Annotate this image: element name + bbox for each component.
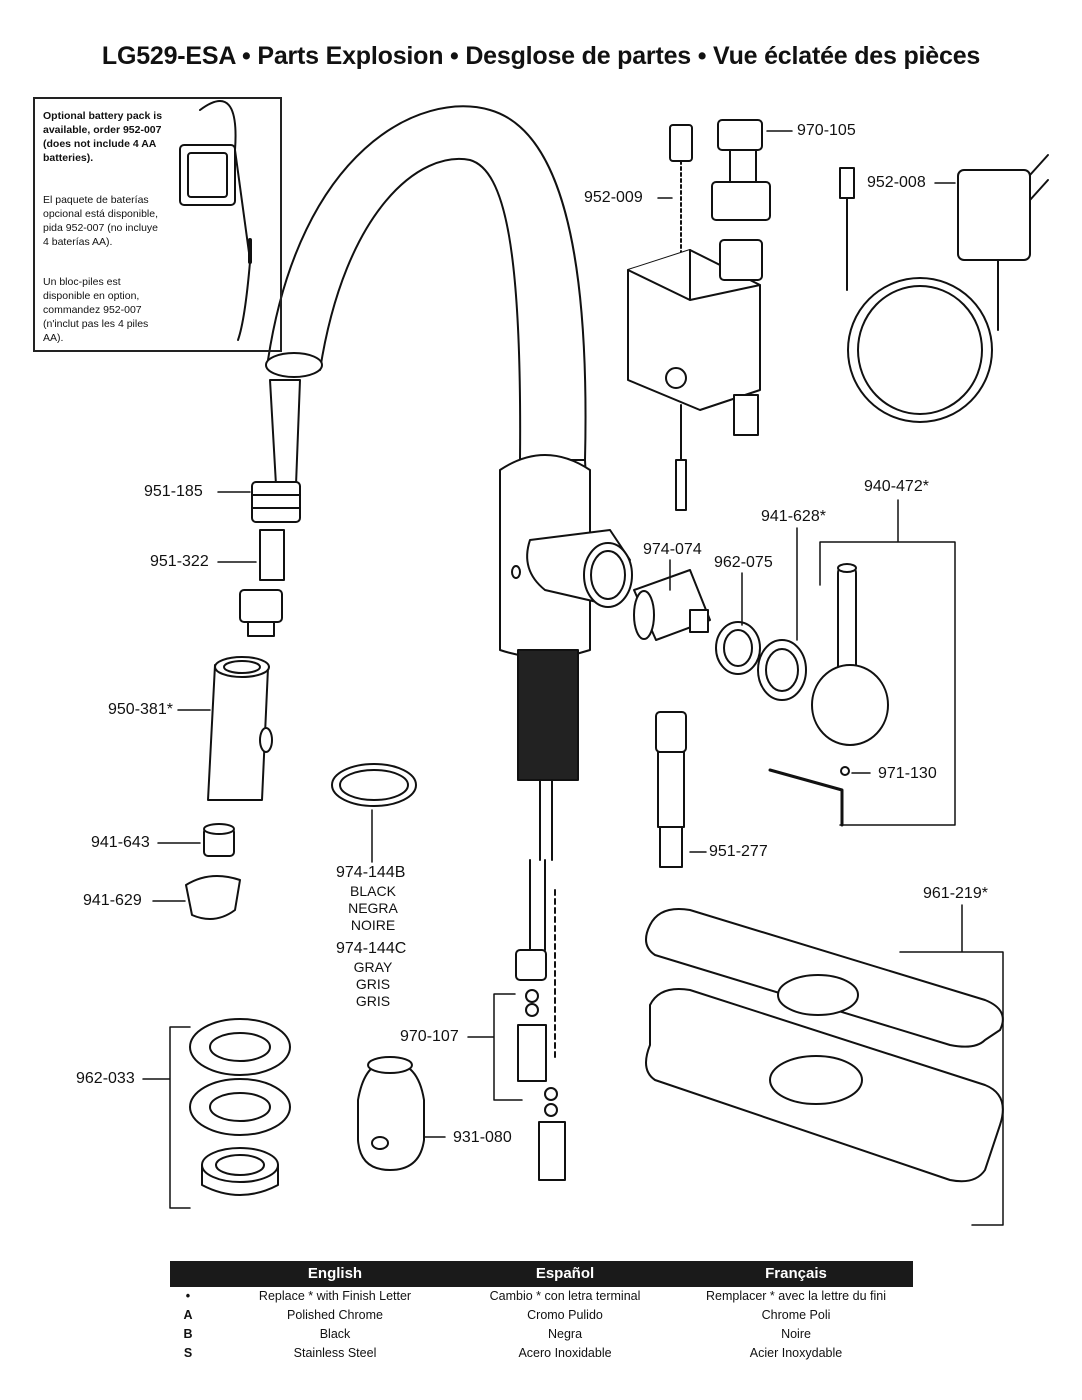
- aerator-941-643: [203, 823, 235, 857]
- nut-951-185: [251, 481, 301, 523]
- label-962-075: 962-075: [714, 554, 773, 571]
- label-940-472: 940-472*: [864, 478, 929, 495]
- legend-es: Acero Inoxidable: [518, 1346, 612, 1360]
- connector-951-277: [655, 711, 687, 868]
- color-c-es: GRIS: [355, 976, 391, 992]
- legend-header-french: Français: [765, 1265, 827, 1282]
- legend-en: Black: [319, 1327, 351, 1341]
- label-951-322: 951-322: [150, 553, 209, 570]
- label-970-105: 970-105: [797, 122, 856, 139]
- legend-es: Negra: [547, 1327, 583, 1341]
- label-952-009: 952-009: [584, 189, 643, 206]
- legend-header-english: English: [307, 1265, 363, 1282]
- nut-931-080: [357, 1056, 425, 1171]
- note-english: Optional battery pack is available, orde…: [43, 110, 163, 164]
- label-951-277: 951-277: [709, 843, 768, 860]
- battery-pack: [179, 100, 252, 341]
- legend-row: S Stainless Steel Acero Inoxidable Acier…: [170, 1344, 913, 1363]
- legend-en: Polished Chrome: [287, 1308, 383, 1322]
- legend-code: A: [183, 1308, 193, 1322]
- legend-es: Cromo Pulido: [527, 1308, 603, 1322]
- faucet-body: [499, 454, 633, 861]
- legend-fr: Remplacer * avec la lettre du fini: [706, 1289, 886, 1303]
- label-941-628: 941-628*: [761, 508, 826, 525]
- control-module: [627, 239, 763, 511]
- legend-fr: Acier Inoxydable: [749, 1346, 843, 1360]
- legend-code: B: [183, 1327, 193, 1341]
- note-spanish: El paquete de baterías opcional está dis…: [43, 194, 158, 248]
- color-b-es: NEGRA: [348, 900, 398, 916]
- spray-head-950-381: [207, 656, 273, 801]
- color-b-fr: NOIRE: [350, 917, 396, 933]
- legend-code: •: [185, 1289, 191, 1303]
- cartridge-974-074: [633, 569, 711, 641]
- note-french: Un bloc-piles est disponible en option, …: [43, 276, 149, 344]
- bonnet-962-075: [715, 621, 761, 675]
- connector-951-322: [239, 529, 285, 637]
- deck-plate-961-219: [645, 908, 1004, 1183]
- legend-row: A Polished Chrome Cromo Pulido Chrome Po…: [170, 1306, 913, 1325]
- washers-962-033: [189, 1018, 291, 1196]
- label-962-033: 962-033: [76, 1070, 135, 1087]
- legend-code: S: [183, 1346, 193, 1360]
- label-951-185: 951-185: [144, 483, 203, 500]
- color-b-list: BLACK NEGRA NOIRE: [313, 883, 433, 934]
- label-970-107: 970-107: [400, 1028, 459, 1045]
- power-adapter-952-008: [839, 154, 1049, 423]
- ring-941-628: [757, 639, 807, 701]
- legend-row: • Replace * with Finish Letter Cambio * …: [170, 1287, 913, 1306]
- battery-note: Optional battery pack is available, orde…: [33, 97, 282, 352]
- label-941-643: 941-643: [91, 834, 150, 851]
- legend-en: Replace * with Finish Letter: [258, 1289, 412, 1303]
- clip-941-629: [185, 875, 241, 920]
- legend-row: B Black Negra Noire: [170, 1325, 913, 1344]
- sensor-952-009: [669, 124, 693, 261]
- connector-970-105: [711, 119, 771, 221]
- fittings-970-107: [515, 949, 566, 1181]
- label-931-080: 931-080: [453, 1129, 512, 1146]
- legend-fr: Chrome Poli: [761, 1308, 831, 1322]
- legend-es: Cambio * con letra terminal: [489, 1289, 641, 1303]
- label-971-130: 971-130: [878, 765, 937, 782]
- leader-lines: [142, 130, 1004, 1226]
- label-941-629: 941-629: [83, 892, 142, 909]
- color-c-list: GRAY GRIS GRIS: [313, 959, 433, 1010]
- finish-legend: English Español Français • Replace * wit…: [170, 1261, 913, 1363]
- gasket-974-144: [331, 763, 417, 807]
- handle-940-472: [768, 563, 889, 827]
- legend-header: English Español Français: [170, 1261, 913, 1287]
- label-974-074: 974-074: [643, 541, 702, 558]
- color-c-en: GRAY: [353, 959, 393, 975]
- page-title: LG529-ESA • Parts Explosion • Desglose d…: [101, 42, 981, 70]
- legend-header-spanish: Español: [535, 1265, 595, 1282]
- legend-fr: Noire: [781, 1327, 811, 1341]
- label-952-008: 952-008: [867, 174, 926, 191]
- color-c-fr: GRIS: [355, 993, 391, 1009]
- label-961-219: 961-219*: [923, 885, 988, 902]
- label-950-381: 950-381*: [108, 701, 173, 718]
- label-974-144b: 974-144B: [336, 864, 406, 881]
- label-974-144c: 974-144C: [336, 940, 407, 957]
- color-b-en: BLACK: [350, 883, 396, 899]
- legend-en: Stainless Steel: [293, 1346, 377, 1360]
